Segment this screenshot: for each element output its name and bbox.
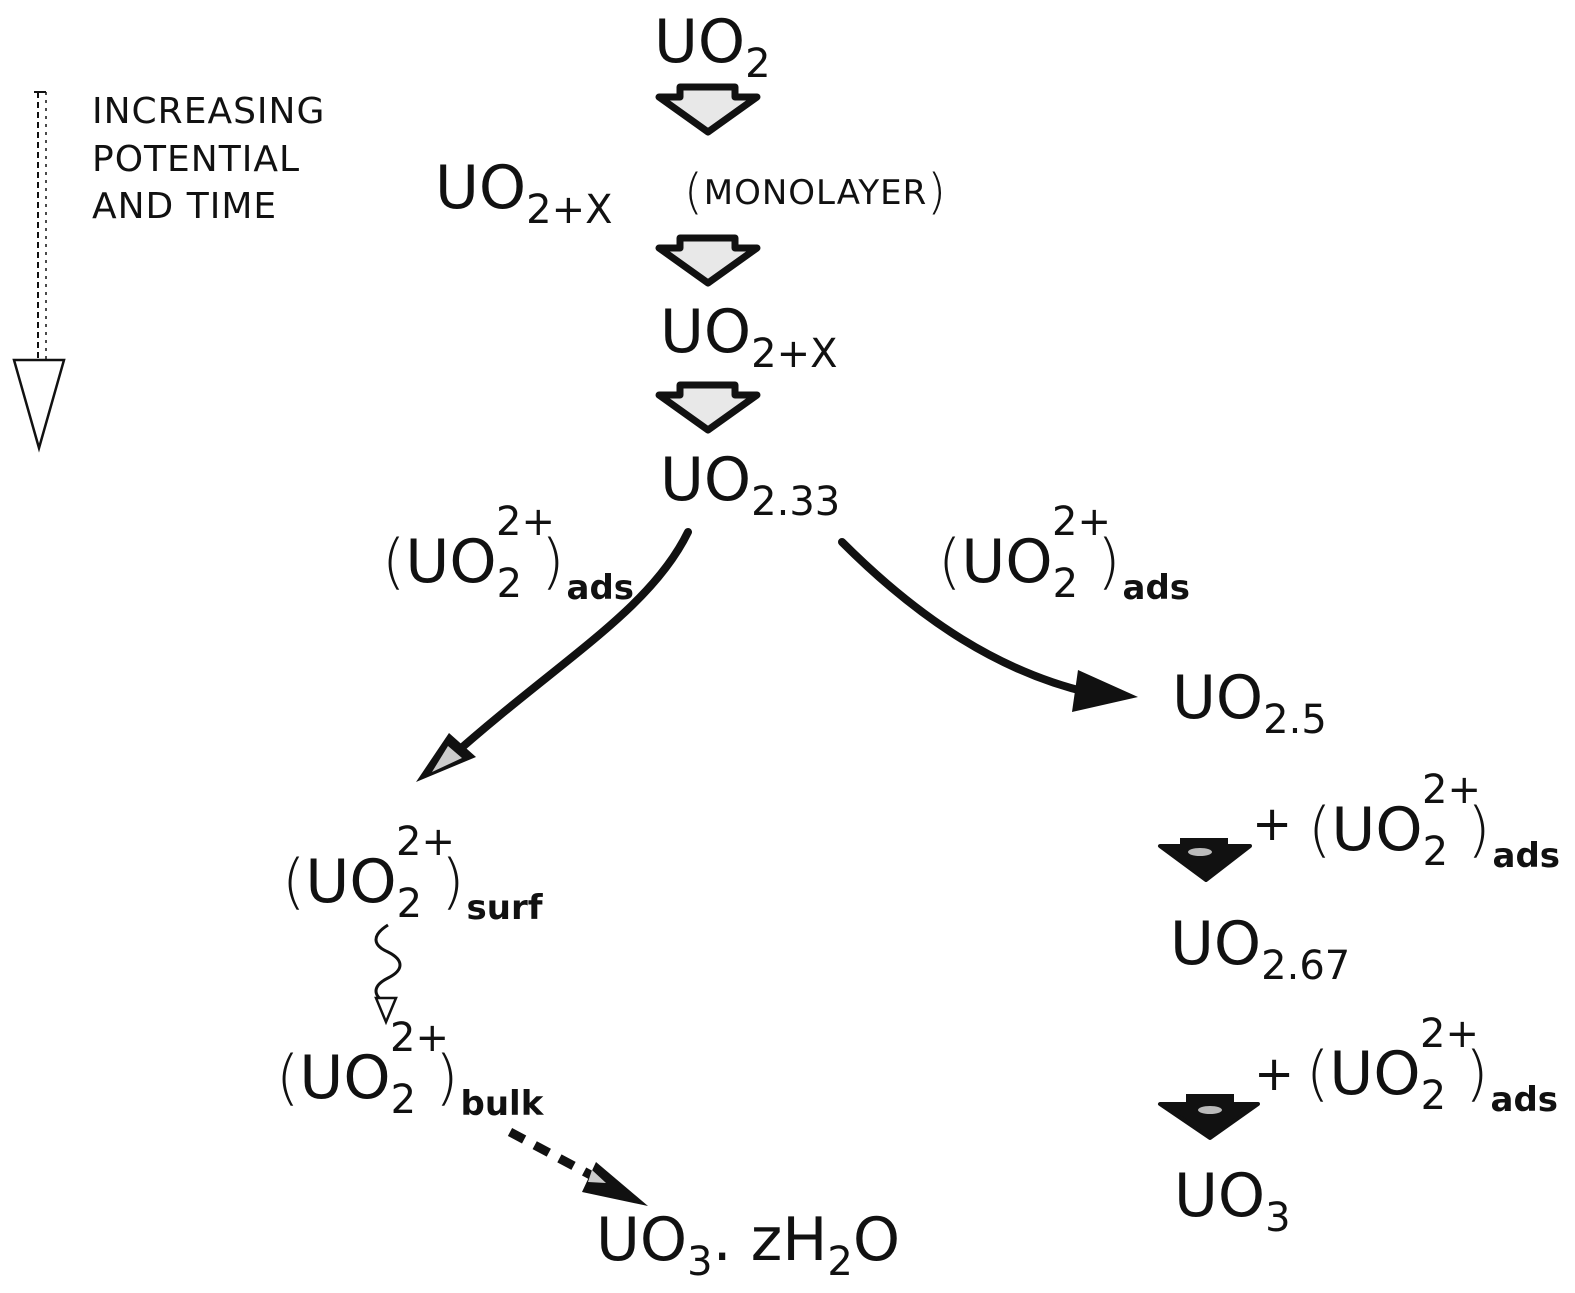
branch-arrow-right [838,538,1138,712]
legend-line-2: POTENTIAL [92,138,301,180]
legend-line-3: AND TIME [92,186,278,228]
dashed-arrow-hydrate [507,1128,648,1206]
species-uo3: UO3 [1174,1161,1291,1242]
species-uo267: UO2.67 [1170,909,1351,990]
legend-line-1: INCREASING [92,91,326,132]
species-hydrate: UO3. zH2O [596,1205,901,1286]
plus-sign-1: + [1252,796,1293,852]
species-uo233: UO2.33 [660,445,841,526]
diffusion-wavy-arrow [374,923,402,1026]
monolayer-label: (MONOLAYER) [684,164,947,220]
species-uo25: UO2.5 [1172,663,1327,744]
step-arrow-4 [1158,838,1252,882]
step-arrow-5 [1158,1094,1260,1140]
time-axis-arrow [12,91,66,453]
legend-text: INCREASING POTENTIAL AND TIME [92,88,325,231]
species-uo2x-side: UO2+X [435,153,613,234]
species-uo2: UO2 [654,7,771,88]
step-arrow-3 [655,381,761,434]
step-arrow-2 [655,234,761,287]
step-arrow-1 [655,83,761,136]
species-uo2x: UO2+X [660,297,838,378]
branch-arrow-left [416,528,692,782]
plus-sign-2: + [1254,1046,1295,1102]
